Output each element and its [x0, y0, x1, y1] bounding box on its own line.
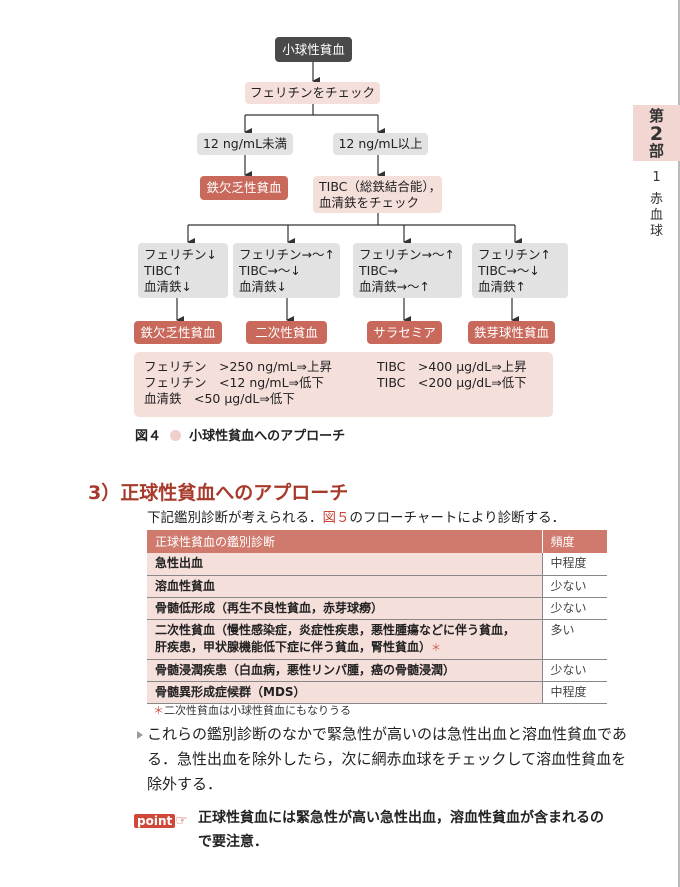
col-header: 正球性貧血の鑑別診断: [147, 530, 543, 553]
table-row: 骨髄低形成（再生不良性貧血，赤芽球癆）少ない: [147, 597, 607, 620]
text: ＊: [431, 642, 442, 654]
check-tibc-node: TIBC（総鉄結合能）， 血清鉄をチェック: [313, 176, 442, 213]
text: 下記鑑別診断が考えられる．: [147, 510, 323, 526]
pattern-node: フェリチン↑TIBC→～↓血清鉄↑: [472, 243, 568, 298]
page-right-border: [678, 0, 680, 887]
result-iron-deficiency: 鉄欠乏性貧血: [200, 176, 288, 200]
table-footnote: ＊二次性貧血は小球性貧血にもなりうる: [153, 702, 351, 718]
pattern-node: フェリチン→～↑TIBC→血清鉄→～↑: [353, 243, 462, 298]
point-label: point: [134, 814, 176, 828]
part-number: 2: [649, 123, 664, 145]
intro-text: 下記鑑別診断が考えられる．図５のフローチャートにより診断する．: [147, 506, 565, 526]
text: 肝疾患，甲状腺機能低下症に伴う貧血，腎性貧血）: [155, 639, 432, 654]
text: ＊: [153, 704, 164, 717]
text: 中程度: [541, 553, 607, 576]
table-row: 急性出血中程度: [147, 553, 607, 576]
check-ferritin-node: フェリチンをチェック: [245, 82, 380, 104]
result-node: 二次性貧血: [246, 321, 327, 344]
text: 少ない: [541, 575, 607, 598]
text: TIBC↑: [144, 262, 183, 278]
text: 正球性貧血には緊急性が高い急性出血，溶血性貧血が含まれるの: [198, 810, 604, 826]
pattern-node: フェリチン↓TIBC↑血清鉄↓: [138, 243, 228, 298]
text: フェリチン→～↑: [359, 246, 455, 262]
text: これらの鑑別診断のなかで緊急性が高いのは急性出血と溶血性貧血であ: [147, 725, 627, 743]
flowchart-connectors: [176, 62, 522, 324]
caption-dot-icon: [169, 430, 181, 441]
text: で要注意．: [198, 834, 268, 850]
pointing-hand-icon: ☞: [175, 813, 188, 829]
text: 急性出血: [147, 553, 542, 576]
pattern-node: フェリチン→～↑TIBC→～↓血清鉄↓: [233, 243, 340, 298]
text: フェリチン↓: [144, 246, 217, 262]
text: フェリチン→～↑: [239, 246, 335, 262]
criteria-item: TIBC >400 μg/dL⇒上昇: [377, 359, 527, 374]
part-label: 部: [648, 142, 664, 160]
text: 血清鉄↓: [144, 278, 192, 294]
chapter-number: 1: [652, 170, 661, 185]
result-node: サラセミア: [367, 321, 442, 344]
figure-caption: 図４ 小球性貧血へのアプローチ: [135, 425, 345, 444]
criteria-box: フェリチン >250 ng/mL⇒上昇 フェリチン <12 ng/mL⇒低下 血…: [134, 352, 553, 417]
section-heading: 3）正球性貧血へのアプローチ: [88, 482, 349, 504]
text: TIBC→～↓: [239, 262, 301, 278]
result-node: 鉄芽球性貧血: [468, 321, 555, 344]
text: TIBC→～↓: [478, 262, 540, 278]
differential-table: 正球性貧血の鑑別診断頻度 急性出血中程度 溶血性貧血少ない 骨髄低形成（再生不良…: [147, 530, 607, 704]
text: 少ない: [541, 597, 607, 620]
text: 二次性貧血（慢性感染症，炎症性疾患，悪性腫瘍などに伴う貧血，: [155, 622, 516, 637]
table-row: 骨髄浸潤疾患（白血病，悪性リンパ腫，癌の骨髄浸潤）少ない: [147, 659, 607, 682]
text: 骨髄低形成（再生不良性貧血，赤芽球癆）: [147, 597, 542, 620]
text: 多い: [541, 619, 607, 660]
start-node: 小球性貧血: [275, 37, 352, 62]
text: 溶血性貧血: [147, 575, 542, 598]
result-node: 鉄欠乏性貧血: [134, 321, 222, 344]
text: 血清鉄↓: [239, 278, 287, 294]
text: TIBC→: [359, 262, 398, 278]
text: 二次性貧血は小球性貧血にもなりうる: [164, 704, 351, 717]
ferritin-low-node: 12 ng/mL未満: [197, 133, 293, 155]
body-paragraph: これらの鑑別診断のなかで緊急性が高いのは急性出血と溶血性貧血である．急性出血を除…: [147, 722, 627, 797]
chapter-tab: 1 赤 血 球: [633, 170, 680, 240]
part-label: 第: [648, 107, 664, 125]
node-line: TIBC（総鉄結合能），: [319, 178, 442, 194]
criteria-item: TIBC <200 μg/dL⇒低下: [377, 375, 527, 390]
text: 骨髄異形成症候群（MDS）: [147, 681, 542, 704]
table-row: 溶血性貧血少ない: [147, 575, 607, 598]
col-header: 頻度: [541, 530, 607, 553]
node-line: 血清鉄をチェック: [319, 194, 420, 210]
text: 骨髄浸潤疾患（白血病，悪性リンパ腫，癌の骨髄浸潤）: [147, 659, 542, 682]
criteria-item: 血清鉄 <50 μg/dL⇒低下: [144, 391, 295, 406]
text: 除外する．: [147, 775, 223, 793]
figure-ref-link[interactable]: 図５: [322, 510, 350, 526]
table-row: 二次性貧血（慢性感染症，炎症性疾患，悪性腫瘍などに伴う貧血， 肝疾患，甲状腺機能低…: [147, 619, 607, 660]
caption-text: 小球性貧血へのアプローチ: [189, 429, 346, 444]
text: る．急性出血を除外したら，次に網赤血球をチェックして溶血性貧血を: [147, 750, 627, 768]
part-tab: 第 2 部: [633, 105, 680, 161]
text: 少ない: [541, 659, 607, 682]
table-row: 骨髄異形成症候群（MDS）中程度: [147, 681, 607, 704]
chapter-title: 球: [649, 224, 663, 239]
text: のフローチャートにより診断する．: [349, 510, 566, 526]
bullet-triangle-icon: [137, 731, 143, 739]
text: 血清鉄↑: [478, 278, 526, 294]
ferritin-high-node: 12 ng/mL以上: [333, 133, 428, 155]
point-text: 正球性貧血には緊急性が高い急性出血，溶血性貧血が含まれるので要注意．: [198, 806, 604, 854]
chapter-title: 赤: [649, 192, 663, 207]
chapter-title: 血: [649, 208, 663, 223]
figure-number: 図４: [135, 429, 162, 444]
text: 中程度: [541, 681, 607, 704]
text: 血清鉄→～↑: [359, 278, 430, 294]
criteria-item: フェリチン <12 ng/mL⇒低下: [144, 375, 325, 390]
criteria-item: フェリチン >250 ng/mL⇒上昇: [144, 359, 332, 374]
text: フェリチン↑: [478, 246, 551, 262]
point-badge: point☞: [134, 810, 188, 829]
